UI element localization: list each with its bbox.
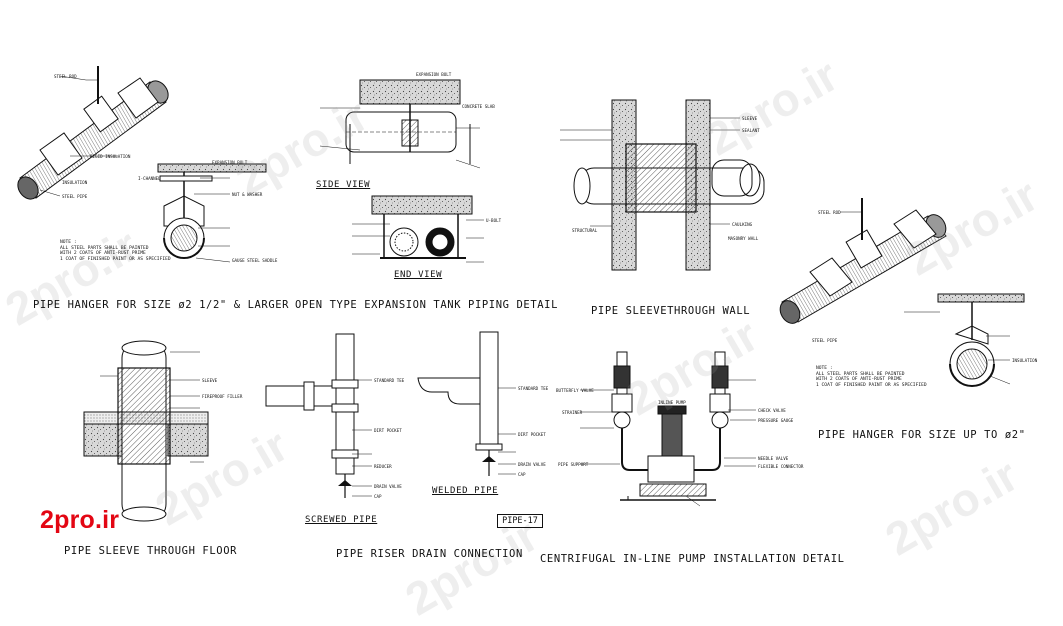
- drawing-sheet: [17, 66, 1025, 522]
- label-expansion-bolt-2: EXPANSION BOLT: [416, 72, 452, 77]
- label-sleeve-floor: SLEEVE: [202, 378, 218, 383]
- subtitle-side-view: SIDE VIEW: [316, 180, 371, 190]
- label-standard-tee: STANDARD TEE: [374, 378, 405, 383]
- sleeve-floor-detail: [83, 340, 209, 522]
- subtitle-welded-pipe: WELDED PIPE: [432, 486, 499, 496]
- label-pressure-gauge: PRESSURE GAUGE: [758, 418, 794, 423]
- title-hanger-large: PIPE HANGER FOR SIZE ø2 1/2" & LARGER: [33, 299, 290, 311]
- label-structural: STRUCTURAL: [572, 228, 598, 233]
- label-u-bolt: U-BOLT: [486, 218, 502, 223]
- label-rigid-insulation: RIGID INSULATION: [90, 154, 131, 159]
- title-sleeve-wall: PIPE SLEEVETHROUGH WALL: [591, 305, 751, 317]
- subtitle-screwed-pipe: SCREWED PIPE: [305, 515, 378, 525]
- note-line: WITH 2 COATS OF ANTI-RUST PRIME: [60, 251, 146, 257]
- label-dirt-pocket-2: DIRT POCKET: [518, 432, 546, 437]
- site-logo: 2pro.ir: [40, 506, 120, 534]
- label-needle-valve: NEEDLE VALVE: [758, 456, 789, 461]
- title-pump: CENTRIFUGAL IN-LINE PUMP INSTALLATION DE…: [540, 553, 845, 565]
- note-line: ALL STEEL PARTS SHALL BE PAINTED: [816, 371, 905, 377]
- label-masonry-wall: MASONRY WALL: [728, 236, 759, 241]
- note-line: NOTE :: [60, 240, 77, 245]
- label-fireproof: FIREPROOF FILLER: [202, 394, 243, 399]
- title-sleeve-floor: PIPE SLEEVE THROUGH FLOOR: [64, 545, 238, 557]
- expansion-tank-detail: [319, 79, 484, 263]
- label-pipe-support: PIPE SUPPORT: [558, 462, 589, 467]
- label-reducer: REDUCER: [374, 464, 392, 469]
- label-nut-washer: NUT & WASHER: [232, 192, 263, 197]
- note-line: 1 COAT OF FINISHED PAINT OR AS SPECIFIED: [816, 382, 927, 388]
- label-dirt-pocket: DIRT POCKET: [374, 428, 402, 433]
- label-flexible-connector: FLEXIBLE CONNECTOR: [758, 464, 804, 469]
- label-steel-rod: STEEL ROD: [54, 74, 77, 79]
- note-line: ALL STEEL PARTS SHALL BE PAINTED: [60, 245, 149, 251]
- sheet-tag: PIPE-17: [497, 514, 543, 528]
- label-gauge: GAUGE STEEL SADDLE: [232, 258, 278, 263]
- label-drain-valve-2: DRAIN VALVE: [518, 462, 546, 467]
- note-line: 1 COAT OF FINISHED PAINT OR AS SPECIFIED: [60, 256, 171, 262]
- label-expansion-bolt: EXPANSION BOLT: [212, 160, 248, 165]
- pipe-hanger-small-detail: [779, 198, 1025, 387]
- label-insulation-2: INSULATION: [1012, 358, 1038, 363]
- label-butterfly-valve: BUTTERFLY VALVE: [556, 388, 594, 393]
- label-drain-valve: DRAIN VALVE: [374, 484, 402, 489]
- note-hanger-small: NOTE : ALL STEEL PARTS SHALL BE PAINTED …: [816, 366, 927, 388]
- label-cap-2: CAP: [518, 472, 526, 477]
- label-inline-pump: INLINE PUMP: [658, 400, 686, 405]
- note-hanger-large: NOTE : ALL STEEL PARTS SHALL BE PAINTED …: [60, 240, 171, 262]
- title-expansion-tank: OPEN TYPE EXPANSION TANK PIPING DETAIL: [295, 299, 559, 311]
- sleeve-wall-detail: [560, 99, 765, 271]
- label-caulking: CAULKING: [732, 222, 753, 227]
- label-insulation: INSULATION: [62, 180, 88, 185]
- label-check-valve: CHECK VALVE: [758, 408, 786, 413]
- title-riser-drain: PIPE RISER DRAIN CONNECTION: [336, 548, 523, 560]
- label-steel-pipe: STEEL PIPE: [62, 194, 88, 199]
- title-hanger-small: PIPE HANGER FOR SIZE UP TO ø2": [818, 429, 1026, 441]
- subtitle-end-view: END VIEW: [394, 270, 443, 280]
- riser-drain-detail: [265, 331, 516, 498]
- pump-installation-detail: [580, 351, 756, 507]
- label-i-channel: I-CHANNEL: [138, 176, 161, 181]
- pipe-hanger-large-detail: [17, 66, 267, 263]
- label-steel-rod-2: STEEL ROD: [818, 210, 841, 215]
- label-sleeve: SLEEVE: [742, 116, 758, 121]
- label-cap: CAP: [374, 494, 382, 499]
- label-sealant: SEALANT: [742, 128, 760, 133]
- note-line: WITH 2 COATS OF ANTI-RUST PRIME: [816, 377, 902, 383]
- label-concrete-slab: CONCRETE SLAB: [462, 104, 495, 109]
- label-strainer: STRAINER: [562, 410, 583, 415]
- label-steel-pipe-2: STEEL PIPE: [812, 338, 838, 343]
- note-line: NOTE :: [816, 366, 833, 371]
- label-standard-tee-2: STANDARD TEE: [518, 386, 549, 391]
